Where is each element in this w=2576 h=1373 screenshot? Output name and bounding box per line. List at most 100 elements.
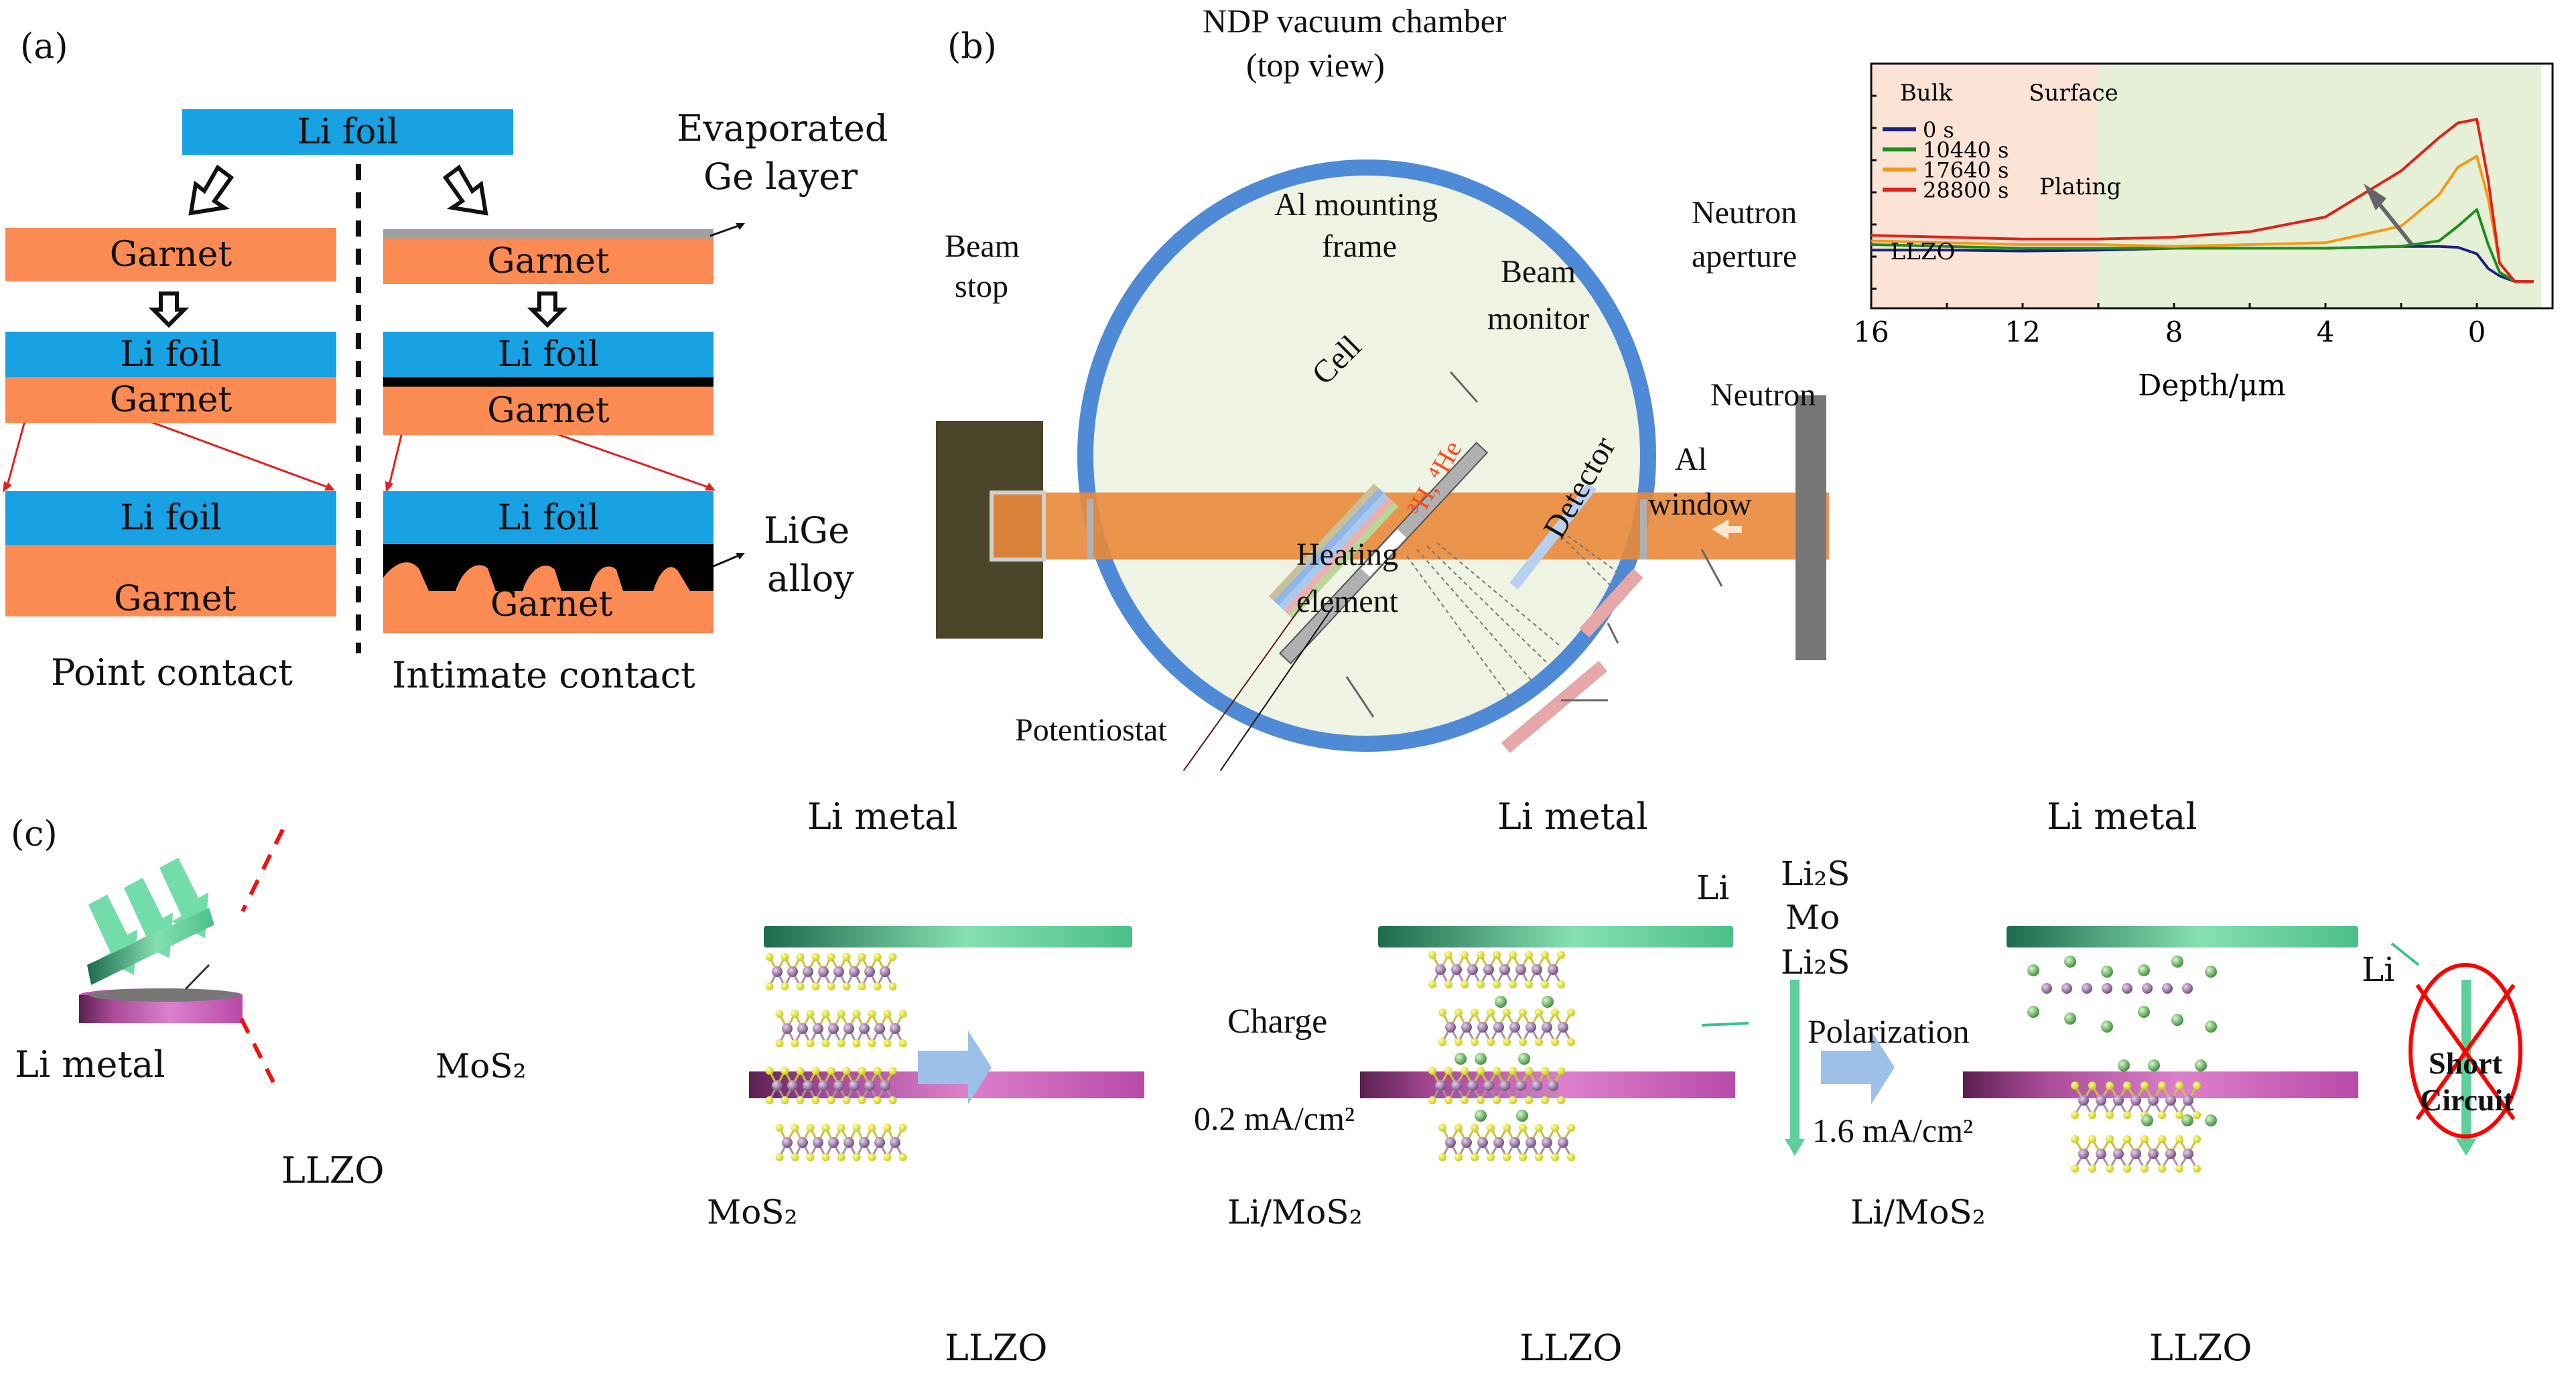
region-bulk (1871, 64, 2098, 308)
mo-atom (787, 966, 798, 977)
mo-atom (1548, 1080, 1558, 1091)
mo-atom (1477, 1137, 1488, 1148)
s-atom (1428, 980, 1436, 988)
mo-atom (859, 1137, 870, 1148)
li-mos2-label-stage-2: Li/MoS₂ (1227, 1193, 1363, 1232)
li-atom (2171, 956, 2183, 968)
mo-atom (890, 1023, 900, 1034)
li-foil-right-3: Li foil (383, 491, 714, 544)
s-atom (827, 1096, 835, 1104)
s-atom (781, 1067, 789, 1075)
s-atom (1525, 951, 1533, 959)
s-atom (2141, 1165, 2149, 1173)
charge-label: Charge (1227, 1002, 1328, 1041)
s-atom (765, 1096, 774, 1104)
al-window-label-1: Al (1675, 442, 1707, 477)
mo-atom (849, 1080, 860, 1091)
li-label-stage-3: Li (2362, 950, 2395, 989)
llzo-annotation: LLZO (1891, 239, 1956, 265)
circuit-label: Circuit (2420, 1083, 2514, 1117)
mo-atom (1558, 1137, 1568, 1148)
plating-arrow-icon (2364, 184, 2386, 210)
s-atom (1525, 1067, 1533, 1075)
li-label-stage-2: Li (1696, 868, 1730, 907)
s-atom (1551, 1124, 1559, 1132)
s-atom (1535, 1008, 1543, 1017)
s-atom (1461, 951, 1469, 959)
mo-atom (1542, 1022, 1552, 1033)
mo-atom (833, 1080, 844, 1091)
s-atom (1509, 1067, 1517, 1075)
s-atom (796, 982, 805, 990)
s-atom (796, 953, 805, 961)
s-atom (1444, 1096, 1452, 1104)
s-atom (1493, 951, 1501, 959)
mos2-chain (1438, 1008, 1575, 1046)
s-atom (883, 1039, 892, 1047)
s-atom (852, 1153, 861, 1161)
mo-atom (1483, 964, 1494, 975)
mo-atom (2183, 1149, 2193, 1159)
mo-atom (1435, 964, 1446, 975)
s-atom (775, 1124, 784, 1132)
garnet-label: Garnet (109, 235, 232, 275)
s-atom (868, 1153, 876, 1161)
s-atom (1567, 1124, 1575, 1132)
s-atom (858, 1096, 866, 1104)
panel-c-label: (c) (11, 814, 58, 854)
mo-atom (1451, 1080, 1462, 1091)
s-atom (1428, 1096, 1436, 1104)
llzo-label-1: LLZO (945, 1327, 1048, 1369)
mo-label: Mo (1785, 898, 1840, 937)
mo-atom (874, 1023, 885, 1034)
mo-atom (2061, 983, 2072, 994)
s-atom (1454, 1038, 1463, 1046)
mo-atom (864, 1080, 875, 1091)
s-atom (1541, 1096, 1549, 1104)
s-atom (873, 982, 882, 990)
s-atom (1493, 980, 1501, 988)
mos2-chain (765, 953, 897, 990)
series-line-1 (1871, 208, 2534, 283)
chamber-subtitle: (top view) (1246, 46, 1385, 84)
mo-atom (2078, 1095, 2089, 1106)
evaporated-label: Evaporated (677, 107, 888, 149)
s-atom (837, 1010, 845, 1018)
s-atom (837, 1124, 845, 1132)
s-atom (2106, 1135, 2114, 1143)
li-metal-bar-2 (1378, 926, 1733, 947)
cell-wire-2 (1219, 606, 1334, 771)
neutron-label: Neutron (1710, 377, 1816, 413)
li-atom (2205, 1114, 2217, 1126)
region-surface (2098, 64, 2542, 308)
s-atom (873, 953, 882, 961)
mo-atom (772, 966, 783, 977)
s-atom (1477, 1067, 1485, 1075)
s-atom (1535, 1124, 1543, 1132)
li-foil-left-3: Li foil (5, 491, 336, 545)
mo-atom (843, 1023, 854, 1034)
s-atom (888, 982, 897, 990)
s-atom (1477, 951, 1485, 959)
mo-atom (797, 1137, 808, 1148)
s-atom (1525, 980, 1533, 988)
s-atom (2071, 1111, 2079, 1119)
short-label: Short (2429, 1046, 2502, 1080)
s-atom (1557, 951, 1565, 959)
li-atom (2064, 1012, 2076, 1025)
s-atom (1477, 1096, 1485, 1104)
li-metal-disk-tilted (87, 908, 214, 985)
mo-atom (2041, 983, 2052, 994)
panel-c-graphics (79, 828, 2522, 1173)
s-atom (852, 1124, 861, 1132)
neutron-arrow-icon (1712, 519, 1742, 539)
li-metal-label-3: Li metal (2047, 795, 2197, 838)
garnet-left-3-label: Garnet (114, 579, 236, 619)
s-atom (1438, 1153, 1446, 1161)
mo-atom (1532, 964, 1542, 975)
garnet-left-2: Garnet (5, 377, 336, 423)
s-atom (2175, 1111, 2183, 1119)
s-atom (1428, 1067, 1436, 1075)
mo-atom (2165, 1095, 2176, 1106)
li-foil-top: Li foil (182, 109, 513, 155)
